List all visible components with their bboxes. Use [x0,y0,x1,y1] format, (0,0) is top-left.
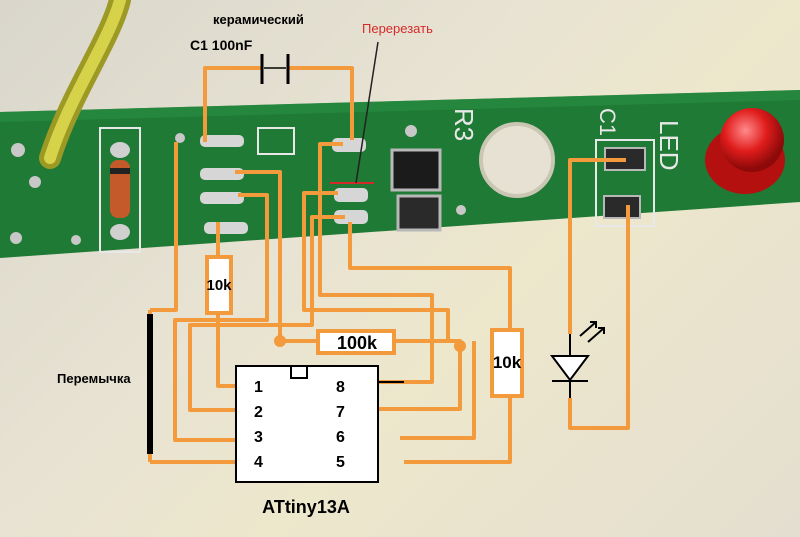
pad [456,205,466,215]
resistor-right [490,328,524,398]
pad [71,235,81,245]
smd-component [396,194,442,232]
chip-name-label: ATtiny13A [262,497,350,517]
led-symbol [550,321,605,398]
ic-pin-8: 8 [336,379,345,396]
resistor-middle-label: 100k [337,333,378,353]
pad [110,142,130,158]
pad [332,138,366,152]
capacitor-type-label: керамический [213,12,304,27]
silk-outline [257,127,295,155]
pad [11,143,25,157]
resistor-left-label: 10k [206,277,232,294]
silk-r3: R3 [449,108,479,141]
pad [405,125,417,137]
cut-pointer [355,41,379,184]
yellow-wire-highlight [44,0,126,164]
silk-outline [595,139,655,227]
junction-dot [454,340,466,352]
ic-pin-6: 6 [336,429,345,446]
pad [334,188,368,202]
ic-notch [290,365,308,379]
ic-pin-2: 2 [254,404,263,421]
capacitor-symbol [260,54,290,84]
silk-led: LED [654,120,684,171]
pad [334,210,368,224]
cut-note-label: Перерезать [362,21,433,36]
pad [204,222,248,234]
silk-c1: C1 [595,108,620,136]
junction-dot [274,335,286,347]
resistor-left [205,255,233,315]
ic-pin-3: 3 [254,429,263,446]
pcb-board: R3 C1 LED [0,90,800,258]
pad [10,232,22,244]
pad [175,133,185,143]
pad [29,176,41,188]
ic-chip [235,365,404,483]
pad [200,135,244,147]
ic-pin-1: 1 [254,379,263,396]
schematic-wires [150,66,630,464]
pad [200,168,244,180]
ic-pin-5: 5 [336,454,345,471]
led-dome [720,108,784,172]
smd-component [603,195,641,219]
pad [200,192,244,204]
resistor-middle [316,329,396,355]
resistor-right-label: 10k [493,353,522,372]
diode-body [110,160,130,218]
diode-band [110,168,130,174]
ic-pin-4: 4 [254,454,263,471]
ic-pin-7: 7 [336,404,345,421]
capacitor-ref-label: C1 100nF [190,37,253,53]
diode-outline [99,127,141,253]
smd-component [390,148,442,192]
mounting-hole [479,122,555,198]
pad [110,224,130,240]
jumper-label: Перемычка [57,371,131,386]
